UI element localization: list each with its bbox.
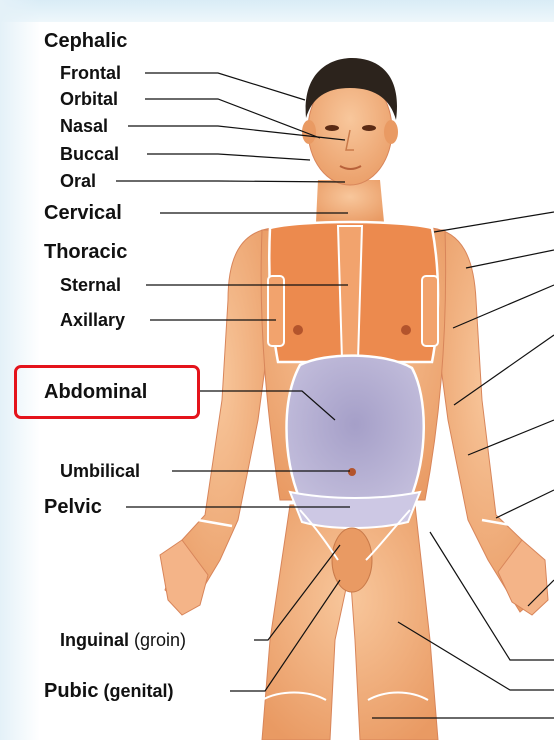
label-inguinal-paren: (groin) <box>129 630 186 650</box>
label-pubic: Pubic (genital) <box>44 681 173 701</box>
label-pelvic: Pelvic <box>44 497 102 517</box>
ear-right <box>384 120 398 144</box>
nipple-right <box>401 325 411 335</box>
label-orbital: Orbital <box>60 90 118 108</box>
label-thoracic: Thoracic <box>44 242 127 262</box>
label-axillary: Axillary <box>60 311 125 329</box>
abdominal-region <box>287 356 424 509</box>
axillary-right <box>422 276 438 346</box>
label-frontal: Frontal <box>60 64 121 82</box>
label-inguinal-main: Inguinal <box>60 630 129 650</box>
label-nasal: Nasal <box>60 117 108 135</box>
eye-left <box>325 125 339 131</box>
label-abdominal: Abdominal <box>44 382 147 402</box>
axillary-left <box>268 276 284 346</box>
nipple-left <box>293 325 303 335</box>
label-buccal: Buccal <box>60 145 119 163</box>
umbilicus <box>348 468 356 476</box>
label-pubic-paren: (genital) <box>98 681 173 701</box>
label-cephalic: Cephalic <box>44 31 127 51</box>
label-sternal: Sternal <box>60 276 121 294</box>
label-oral: Oral <box>60 172 96 190</box>
neck <box>316 180 384 222</box>
label-pubic-main: Pubic <box>44 680 98 702</box>
label-cervical: Cervical <box>44 203 122 223</box>
label-umbilical: Umbilical <box>60 462 140 480</box>
sternal-region <box>338 226 362 360</box>
eye-right <box>362 125 376 131</box>
label-inguinal: Inguinal (groin) <box>60 631 186 649</box>
